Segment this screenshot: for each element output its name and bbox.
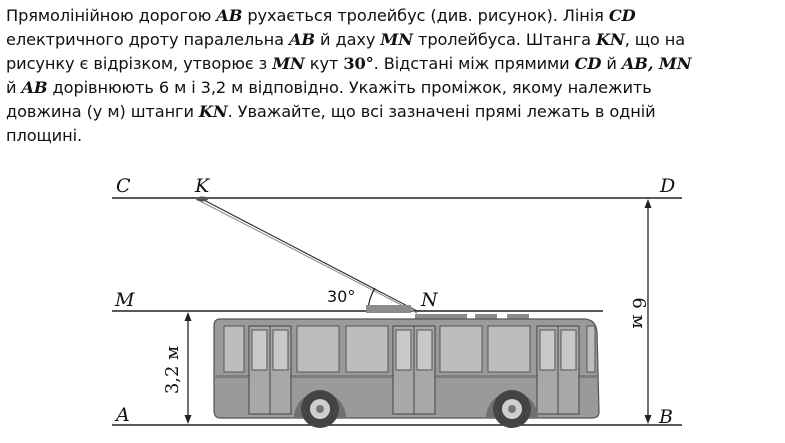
text-run: рухається тролейбус (див. рисунок). Ліні… — [242, 6, 609, 25]
problem-line-2: електричного дроту паралельна AB й даху … — [6, 28, 781, 52]
text-run: . Уважайте, що всі зазначені прямі лежат… — [227, 102, 656, 121]
math-term: AB, MN — [621, 54, 692, 73]
trolleybus — [213, 305, 600, 428]
dim-label-6: 6 м — [628, 297, 649, 328]
text-run: й — [6, 78, 22, 97]
text-run: площині. — [6, 126, 83, 145]
label-c: C — [116, 175, 131, 197]
text-run: рисунку є відрізком, утворює з — [6, 54, 273, 73]
math-term: AB — [216, 6, 243, 25]
text-run: тролейбуса. Штанга — [412, 30, 597, 49]
label-b: B — [658, 406, 673, 428]
math-term: MN — [380, 30, 413, 49]
pole-kn — [199, 197, 418, 312]
math-term: KN — [198, 102, 228, 121]
math-term: CD — [608, 6, 636, 25]
pole-head — [196, 196, 208, 202]
text-run: електричного дроту паралельна — [6, 30, 289, 49]
text-run: й даху — [314, 30, 381, 49]
problem-line-4: й AB дорівнюють 6 м і 3,2 м відповідно. … — [6, 76, 781, 100]
text-run: . Відстані між прямими — [373, 54, 575, 73]
problem-line-3: рисунку є відрізком, утворює з MN кут 30… — [6, 52, 781, 76]
text-run: кут — [304, 54, 344, 73]
text-run: й — [601, 54, 622, 73]
math-term: KN — [596, 30, 625, 49]
math-term: CD — [574, 54, 602, 73]
text-run: , що на — [624, 30, 686, 49]
text-run: довжина (у м) штанги — [6, 102, 199, 121]
label-m: M — [114, 289, 135, 311]
math-term: AB — [288, 30, 315, 49]
math-term: AB — [21, 78, 48, 97]
text-run: Прямолінійною дорогою — [6, 6, 217, 25]
dim-label-3-2: 3,2 м — [162, 346, 183, 394]
problem-line-1: Прямолінійною дорогою AB рухається троле… — [6, 4, 781, 28]
label-k: K — [194, 175, 211, 197]
math-term: MN — [272, 54, 305, 73]
problem-line-5: довжина (у м) штанги KN. Уважайте, що вс… — [6, 100, 781, 124]
problem-line-6: площині. — [6, 124, 781, 148]
label-n: N — [420, 289, 439, 311]
label-a: A — [114, 404, 130, 426]
label-d: D — [659, 175, 675, 197]
angle-label: 30° — [327, 287, 355, 306]
problem-text: Прямолінійною дорогою AB рухається троле… — [6, 4, 781, 148]
dim-arrow-6 — [644, 199, 652, 424]
math-number: 30° — [343, 54, 374, 73]
text-run: дорівнюють 6 м і 3,2 м відповідно. Укажі… — [47, 78, 652, 97]
dim-arrow-3-2 — [184, 312, 192, 424]
